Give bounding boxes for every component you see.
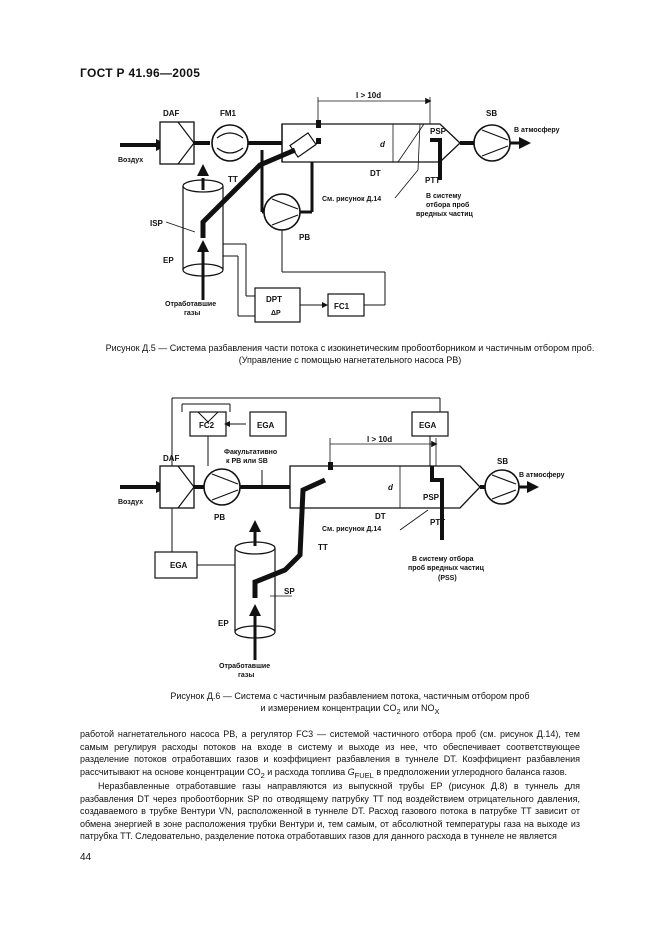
figure-d5-caption: Рисунок Д.5 — Система разбавления части … xyxy=(60,342,640,366)
label-exhaust-2b: газы xyxy=(238,672,254,679)
label-pb: PB xyxy=(299,233,310,242)
document-header: ГОСТ Р 41.96—2005 xyxy=(80,66,201,80)
label-psp: PSP xyxy=(430,127,447,136)
figure-d6-caption: Рисунок Д.6 — Система с частичным разбав… xyxy=(60,690,640,718)
label-air-2: Воздух xyxy=(118,499,143,506)
figure-d6-caption-line1: Рисунок Д.6 — Система с частичным разбав… xyxy=(170,691,530,701)
page-number: 44 xyxy=(80,852,92,863)
label-dt-2: DT xyxy=(375,512,386,521)
label-ega-left: EGA xyxy=(170,561,188,570)
label-ep-2: EP xyxy=(218,619,229,628)
label-d-2: d xyxy=(388,483,394,492)
label-exhaust-1b: Отработавшие xyxy=(219,662,270,670)
figure-d6-caption-line2: и измерением концентрации CO2 или NOX xyxy=(260,703,440,716)
label-fc2: FC2 xyxy=(199,421,215,430)
label-l-cond: l > 10d xyxy=(356,91,381,100)
label-daf-2: DAF xyxy=(163,454,180,463)
label-sp: SP xyxy=(284,587,295,596)
label-isp: ISP xyxy=(150,219,164,228)
label-sb: SB xyxy=(486,109,497,118)
label-tt: TT xyxy=(228,175,238,184)
figure-d5-caption-line2: (Управление с помощью нагнетательного на… xyxy=(238,355,462,365)
label-ep: EP xyxy=(163,256,174,265)
label-tt-2: TT xyxy=(318,543,328,552)
label-to-system-1b: В систему отбора xyxy=(412,555,474,563)
ega-top-box xyxy=(249,411,287,437)
sb-suction-blower-2 xyxy=(484,469,520,505)
label-daf: DAF xyxy=(163,109,180,118)
label-optional-2: к PB или SB xyxy=(226,458,268,465)
figure-d5-diagram: DAF FM1 l > 10d SB В атмосферу Воздух TT… xyxy=(118,91,560,323)
dt-dilution-tunnel-2 xyxy=(289,465,481,509)
exhaust-inlet-arrow xyxy=(197,240,209,252)
pb-pressure-blower-2 xyxy=(203,468,241,506)
label-fm1: FM1 xyxy=(220,109,237,118)
label-ptt-2: PTT xyxy=(430,518,445,527)
label-to-atm: В атмосферу xyxy=(514,127,560,134)
label-to-system-3b: (PSS) xyxy=(438,575,457,582)
label-d: d xyxy=(380,140,386,149)
figure-d6-diagram: FC2 EGA EGA DAF Факультативно к PB или S… xyxy=(118,397,565,679)
label-exhaust-2: газы xyxy=(184,310,200,317)
label-psp-2: PSP xyxy=(423,493,440,502)
ega-left-box xyxy=(154,551,198,579)
label-l-cond-2: l > 10d xyxy=(367,435,392,444)
fc2-box xyxy=(189,411,227,437)
label-see-fig-2: См. рисунок Д.14 xyxy=(322,526,381,533)
label-sb-2: SB xyxy=(497,457,508,466)
label-see-fig: См. рисунок Д.14 xyxy=(322,196,381,203)
daf-filter xyxy=(159,121,195,165)
paragraph-1: работой нагнетательного насоса PB, а рег… xyxy=(80,729,580,780)
label-dp: ΔP xyxy=(271,310,281,317)
label-air: Воздух xyxy=(118,157,143,164)
tt-transfer-tube-2 xyxy=(252,477,327,598)
label-ega-right: EGA xyxy=(419,421,437,430)
label-to-system-1: В систему xyxy=(426,193,461,200)
label-exhaust-1: Отработавшие xyxy=(165,300,216,308)
label-to-system-3: вредных частиц xyxy=(416,211,474,218)
label-optional-1: Факультативно xyxy=(224,449,277,456)
figure-d5-caption-line1: Рисунок Д.5 — Система разбавления части … xyxy=(105,343,595,353)
label-pb-2: PB xyxy=(214,513,225,522)
label-fc1: FC1 xyxy=(334,302,350,311)
exhaust-inlet-arrow-2 xyxy=(249,604,261,616)
label-dt: DT xyxy=(370,169,381,178)
daf-filter-2 xyxy=(159,465,195,509)
tt-transfer-tube xyxy=(200,147,296,238)
dpt-box xyxy=(254,287,301,323)
label-to-atm-2: В атмосферу xyxy=(519,472,565,479)
label-to-system-2b: проб вредных частиц xyxy=(408,564,485,572)
label-dpt: DPT xyxy=(266,295,282,304)
paragraph-2: Неразбавленные отработавшие газы направл… xyxy=(80,781,580,842)
label-ega-top: EGA xyxy=(257,421,275,430)
label-ptt: PTT xyxy=(425,176,440,185)
label-to-system-2: отбора проб xyxy=(426,201,470,209)
